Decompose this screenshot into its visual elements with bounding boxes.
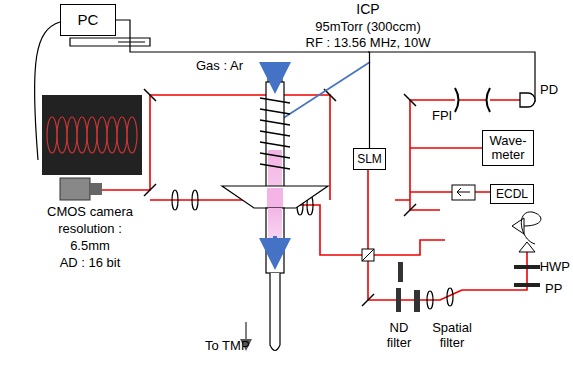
part-label: ND filter [379,320,419,350]
part-label: To TMP [205,338,250,353]
part-label: HWP [540,259,570,274]
box-label: SLM [357,152,382,166]
part-label: PP [545,281,562,296]
device-box: SLM [353,148,386,170]
box-label: PC [78,13,99,27]
device-box: Wave-meter [482,130,534,166]
device-box: ECDL [490,184,534,204]
part-label: RF : 13.56 MHz, 10W [306,35,431,50]
box-label: ECDL [496,187,528,201]
device-box: PC [60,4,116,36]
part-label: FPI [432,108,452,123]
part-label: 6.5mm [70,238,110,253]
box-label: Wave-meter [486,134,530,162]
part-label: ICP [356,2,379,17]
part-label: Gas : Ar [196,58,243,73]
part-label: Spatial filter [427,320,477,350]
part-label: AD : 16 bit [60,255,121,270]
part-label: CMOS camera [47,204,133,219]
part-label: 95mTorr (300ccm) [315,19,420,34]
part-label: resolution : [58,221,122,236]
part-label: PD [540,82,558,97]
